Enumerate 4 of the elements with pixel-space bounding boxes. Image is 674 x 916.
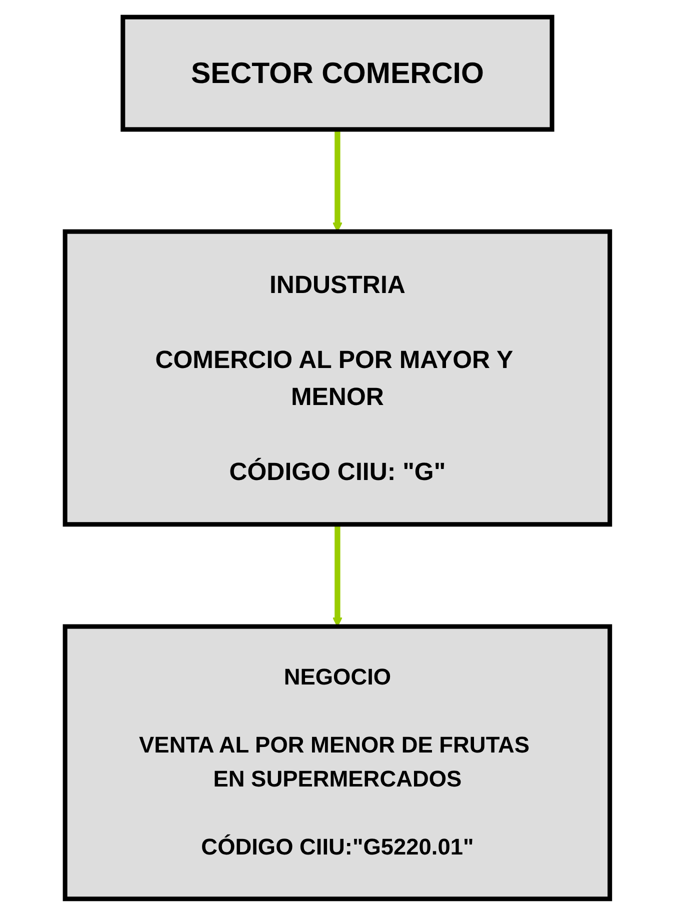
node-box: INDUSTRIA COMERCIO AL POR MAYOR Y MENOR CÓDIGO CIIU: "G" — [62, 229, 612, 527]
node-box: SECTOR COMERCIO — [120, 14, 554, 132]
node-box: NEGOCIO VENTA AL POR MENOR DE FRUTAS EN SUPERMERCADOS CÓDIGO CIIU:"G5220.01" — [62, 624, 612, 902]
arrow — [332, 524, 342, 627]
